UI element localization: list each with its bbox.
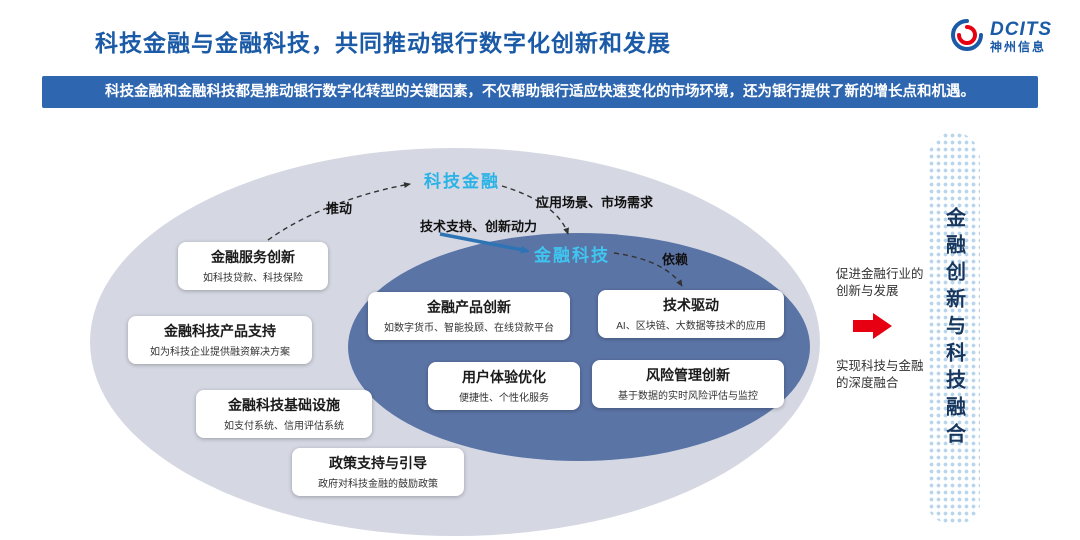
- card-title: 金融产品创新: [427, 299, 511, 315]
- label-fintech: 金融科技: [534, 246, 610, 265]
- logo-brand: DCITS: [990, 19, 1052, 41]
- outcome-text-top: 促进金融行业的创新与发展: [836, 267, 924, 298]
- page-title: 科技金融与金融科技，共同推动银行数字化创新和发展: [95, 30, 671, 56]
- card-subtitle: 如为科技企业提供融资解决方案: [150, 347, 290, 358]
- label-tech-finance: 科技金融: [424, 172, 500, 191]
- card-policy-support: 政策支持与引导 政府对科技金融的鼓励政策: [292, 448, 464, 496]
- arrow-label-support: 技术支持、创新动力: [420, 219, 538, 234]
- logo-swirl-icon: [950, 18, 984, 57]
- card-subtitle: 如数字货币、智能投顾、在线贷款平台: [384, 323, 554, 334]
- card-financial-product-innovation: 金融产品创新 如数字货币、智能投顾、在线贷款平台: [368, 292, 570, 340]
- card-subtitle: 如支付系统、信用评估系统: [224, 421, 344, 432]
- card-title: 用户体验优化: [462, 369, 546, 385]
- card-title: 政策支持与引导: [329, 455, 427, 471]
- card-title: 技术驱动: [663, 297, 719, 313]
- card-title: 风险管理创新: [646, 367, 730, 383]
- logo-company: 神州信息: [990, 40, 1047, 55]
- vertical-dotted-banner: 金融创新与科技融合: [928, 132, 980, 524]
- arrow-label-push: 推动: [326, 201, 353, 216]
- card-user-experience: 用户体验优化 便捷性、个性化服务: [428, 362, 580, 410]
- logo-text: DCITS 神州信息: [990, 20, 1052, 54]
- card-title: 金融科技产品支持: [164, 323, 276, 339]
- arrow-label-demand: 应用场景、市场需求: [536, 195, 654, 210]
- card-title: 金融科技基础设施: [228, 397, 340, 413]
- outcome-text-bottom: 实现科技与金融的深度融合: [836, 359, 924, 390]
- fintech-ellipse: [348, 233, 810, 461]
- card-subtitle: AI、区块链、大数据等技术的应用: [616, 321, 766, 332]
- card-risk-management: 风险管理创新 基于数据的实时风险评估与监控: [592, 360, 784, 408]
- subtitle-banner: 科技金融和金融科技都是推动银行数字化转型的关键因素，不仅帮助银行适应快速变化的市…: [42, 76, 1038, 108]
- right-arrow-icon: [853, 312, 893, 345]
- card-subtitle: 基于数据的实时风险评估与监控: [618, 391, 758, 402]
- card-subtitle: 便捷性、个性化服务: [459, 393, 549, 404]
- vertical-banner-text: 金融创新与科技融合: [942, 206, 965, 450]
- dcits-logo: DCITS 神州信息: [950, 18, 1052, 57]
- card-fintech-product-support: 金融科技产品支持 如为科技企业提供融资解决方案: [128, 316, 312, 364]
- card-subtitle: 政府对科技金融的鼓励政策: [318, 479, 438, 490]
- card-fintech-infrastructure: 金融科技基础设施 如支付系统、信用评估系统: [196, 390, 372, 438]
- arrow-label-depend: 依赖: [662, 252, 689, 267]
- card-technology-driven: 技术驱动 AI、区块链、大数据等技术的应用: [598, 290, 784, 338]
- card-financial-service-innovation: 金融服务创新 如科技贷款、科技保险: [178, 242, 328, 290]
- card-subtitle: 如科技贷款、科技保险: [203, 273, 303, 284]
- card-title: 金融服务创新: [211, 249, 295, 265]
